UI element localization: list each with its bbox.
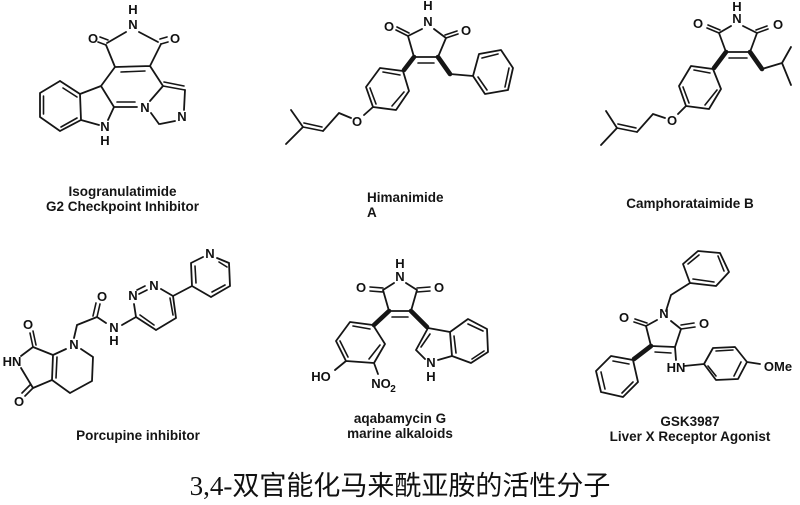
bonds	[595, 250, 761, 398]
label-camphorataimide-b: Camphorataimide B	[585, 196, 795, 211]
atom-n: N	[659, 306, 668, 321]
atom-o: O	[352, 114, 362, 129]
wedge-bonds	[401, 54, 453, 77]
label-line: Porcupine inhibitor	[76, 428, 200, 443]
label-line: marine alkaloids	[347, 426, 453, 441]
atom-o: O	[356, 280, 366, 295]
atom-hn: HN	[3, 354, 22, 369]
double-bonds	[302, 26, 510, 132]
atom-o: O	[14, 394, 24, 409]
atom-o: O	[170, 31, 180, 46]
atom-o: O	[693, 16, 703, 31]
double-bonds	[600, 254, 742, 394]
atom-n: N	[128, 288, 137, 303]
double-bonds	[616, 24, 769, 133]
atom-ho: HO	[311, 369, 331, 384]
bonds	[334, 282, 489, 375]
atom-n: N	[205, 246, 214, 261]
atom-n: N	[109, 320, 118, 335]
atom-no2-subscript: 2	[390, 384, 396, 395]
wedge-bonds	[631, 343, 654, 362]
atom-h: H	[395, 256, 404, 271]
atom-h: H	[109, 333, 118, 348]
atom-ome: OMe	[764, 359, 792, 374]
atom-n: N	[426, 355, 435, 370]
wedge-bonds	[371, 308, 430, 330]
atom-o: O	[461, 23, 471, 38]
label-gsk3987: GSK3987 Liver X Receptor Agonist	[582, 414, 798, 444]
atom-n: N	[395, 269, 404, 284]
atom-n: N	[177, 109, 186, 124]
atom-n: N	[100, 119, 109, 134]
atom-o: O	[97, 289, 107, 304]
atom-o: O	[667, 113, 677, 128]
double-bonds	[21, 261, 228, 397]
atom-h: H	[423, 0, 432, 13]
atom-h: H	[128, 2, 137, 17]
atom-n: N	[423, 14, 432, 29]
label-aqabamycin-g: aqabamycin G marine alkaloids	[310, 411, 490, 441]
atom-o: O	[699, 316, 709, 331]
atom-n: N	[732, 11, 741, 26]
label-himanimide-a: Himanimide A	[367, 190, 487, 220]
figure-caption: 3,4-双官能化马来酰亚胺的活性分子	[189, 471, 611, 501]
bonds	[20, 256, 231, 394]
atom-n: N	[140, 100, 149, 115]
label-line: Himanimide	[367, 190, 444, 205]
label-line: aqabamycin G	[353, 411, 447, 426]
atom-n: N	[128, 17, 137, 32]
atom-hn: HN	[667, 360, 686, 375]
bonds	[600, 25, 792, 146]
atom-o: O	[619, 310, 629, 325]
label-porcupine-inhibitor: Porcupine inhibitor	[38, 428, 238, 443]
label-line: Isogranulatimide	[68, 184, 177, 199]
label-line: Liver X Receptor Agonist	[609, 429, 771, 444]
double-bonds	[339, 286, 485, 360]
double-bonds	[42, 36, 186, 128]
bonds	[39, 31, 186, 132]
label-isogranulatimide: Isogranulatimide G2 Checkpoint Inhibitor	[25, 184, 220, 214]
atom-no2: NO	[371, 376, 391, 391]
label-line: G2 Checkpoint Inhibitor	[45, 199, 199, 214]
label-line: A	[367, 205, 377, 220]
atom-o: O	[773, 17, 783, 32]
atom-n: N	[69, 337, 78, 352]
atom-o: O	[434, 280, 444, 295]
atom-o: O	[88, 31, 98, 46]
atom-o: O	[384, 19, 394, 34]
atom-h: H	[732, 0, 741, 14]
atom-h: H	[100, 133, 109, 148]
wedge-bonds	[711, 49, 765, 72]
atom-n: N	[149, 278, 158, 293]
label-line: Camphorataimide B	[626, 196, 754, 211]
atom-h: H	[426, 369, 435, 384]
label-line: GSK3987	[660, 414, 720, 429]
atom-o: O	[23, 317, 33, 332]
bonds	[285, 28, 514, 145]
